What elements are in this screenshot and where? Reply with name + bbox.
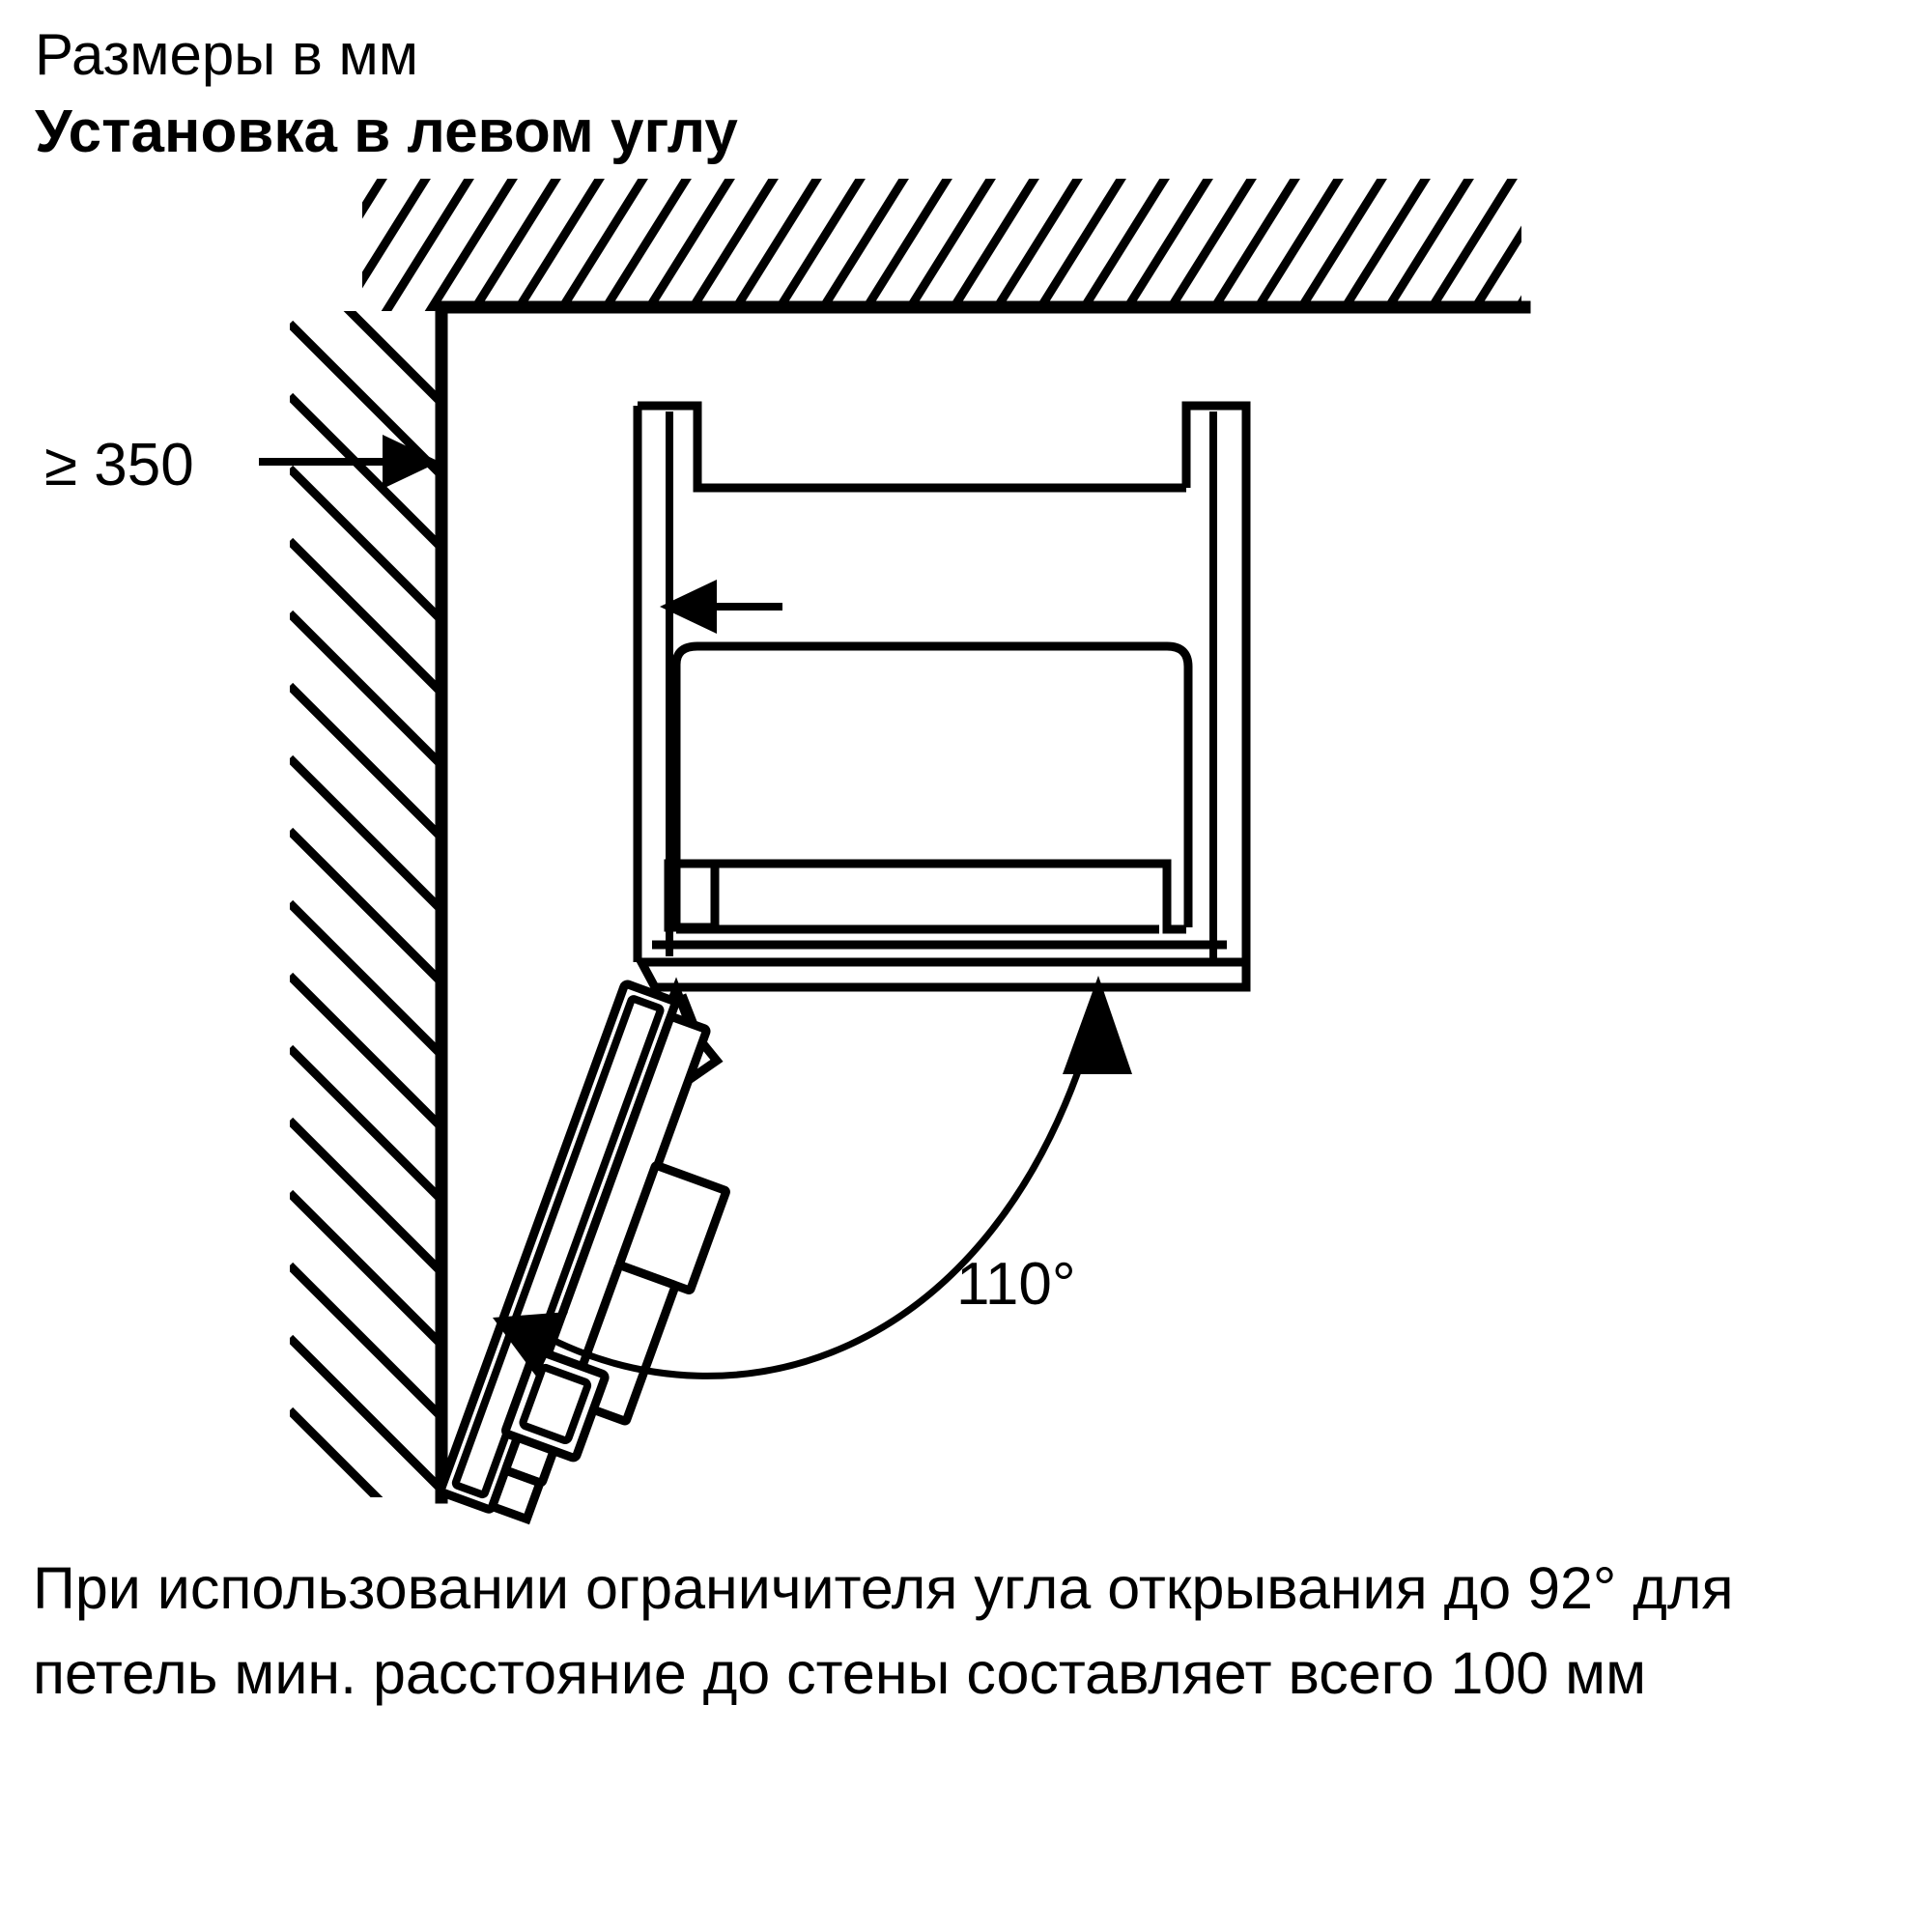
cabinet-front-edge (634, 957, 1251, 992)
cabinet-right-panel (1181, 401, 1251, 987)
wall-left-hatching (290, 311, 441, 1497)
cabinet-left-panel (633, 401, 1186, 962)
diagram-svg: ≥ 350 110° (44, 179, 1531, 1525)
page-header: Размеры в мм Установка в левом углу (35, 17, 1870, 172)
units-note: Размеры в мм (35, 22, 419, 87)
door-angle-label: 110° (956, 1251, 1076, 1318)
door-swing-arc (493, 976, 1132, 1379)
panel-thickness-arrow (660, 580, 782, 634)
appliance-front-frame (652, 859, 1235, 969)
page-title: Установка в левом углу (35, 99, 738, 165)
wall-top-hatching (362, 179, 1521, 311)
appliance-body (671, 641, 1193, 927)
installation-diagram: ≥ 350 110° (0, 145, 1932, 1536)
footnote-text: При использовании ограничителя угла откр… (33, 1555, 1734, 1706)
open-door (437, 980, 730, 1525)
wall-clearance-label: ≥ 350 (44, 432, 194, 498)
wall-clearance-dimension (259, 435, 440, 489)
wall-corner-outline (435, 300, 1531, 1504)
